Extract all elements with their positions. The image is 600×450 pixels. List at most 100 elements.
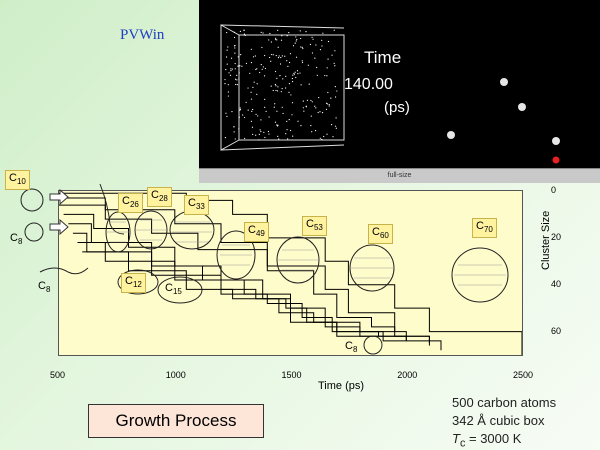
atom-dot: [234, 52, 236, 54]
atom-dot: [252, 56, 255, 58]
atom-dot: [291, 114, 293, 116]
series-line-7: [77, 242, 430, 346]
atom-dot: [274, 103, 276, 105]
atom-dot: [291, 80, 294, 83]
x-tick-label: 1000: [165, 370, 186, 380]
label-c49: C49: [244, 222, 269, 243]
atom-dot: [260, 119, 262, 121]
atom-dot: [279, 63, 282, 65]
atom-dot: [310, 99, 312, 102]
label-c8-middle: C8: [38, 280, 51, 295]
atom-dot: [302, 47, 304, 50]
atom-dot: [276, 110, 278, 112]
atom-dot: [260, 31, 262, 33]
arrow-icon-lower: [49, 218, 69, 236]
atom-dot: [335, 127, 337, 129]
chart-lines: [59, 192, 522, 355]
atom-dot: [230, 69, 232, 72]
atom-dot: [327, 58, 329, 60]
label-c15: C15: [165, 282, 182, 297]
atom-dot: [326, 133, 328, 135]
atom-dot: [328, 105, 330, 107]
x-tick-label: 2500: [513, 370, 534, 380]
atom-dot: [323, 135, 325, 138]
cluster-c53-drawing: [276, 236, 320, 284]
atom-dot: [255, 113, 257, 115]
atom-dot: [239, 65, 241, 67]
atom-dot: [286, 129, 288, 131]
atom-dot: [238, 65, 240, 67]
atom-dot: [287, 65, 289, 67]
cluster-c33-drawing: [169, 210, 215, 250]
atom-dot: [265, 110, 267, 112]
atom-dot: [252, 86, 254, 89]
label-c8-upper: C8: [10, 232, 23, 247]
atom-dot: [314, 130, 317, 132]
atom-dot: [235, 83, 237, 86]
atom-dot: [276, 77, 278, 79]
atom-dot: [300, 37, 302, 40]
atom-dot: [316, 66, 318, 69]
atom-dot: [252, 108, 254, 111]
atom-dot: [238, 128, 240, 130]
arrow-icon-upper: [49, 188, 69, 206]
atom-dot: [236, 84, 238, 86]
atom-dot: [226, 115, 228, 118]
atom-dot: [274, 70, 277, 73]
time-unit: (ps): [384, 99, 410, 116]
atom-dot: [260, 64, 262, 66]
atom-dot: [275, 37, 277, 39]
atom-dot: [234, 68, 236, 70]
atom-dot: [299, 30, 301, 32]
atom-dot: [281, 55, 283, 57]
atom-dot: [254, 55, 256, 57]
x-tick-label: 2000: [397, 370, 418, 380]
atom-dot: [291, 77, 293, 80]
atom-dot: [225, 112, 227, 114]
atom-dot: [321, 138, 323, 141]
atom-dot: [308, 83, 310, 85]
atom-dot: [243, 33, 245, 35]
atom-dot: [230, 57, 233, 59]
label-c10: C10: [5, 170, 30, 191]
atom-dot: [224, 137, 227, 139]
atom-dot: [247, 87, 249, 89]
atom-dot: [285, 75, 287, 77]
atom-dot: [276, 124, 278, 126]
y-tick-label: 0: [551, 185, 557, 195]
atom-dot: [275, 85, 277, 87]
atom-dot: [311, 131, 313, 133]
atom-dot: [333, 62, 335, 64]
atom-dot: [297, 73, 299, 75]
atom-dot: [233, 126, 235, 128]
atom-dot: [226, 63, 228, 65]
atom-dot: [257, 115, 259, 117]
atom-dot: [268, 39, 270, 41]
atom-dot: [334, 85, 336, 88]
atom-dot: [262, 32, 264, 34]
atom-dot: [278, 55, 280, 57]
atom-dot: [315, 44, 317, 46]
atom-dot: [288, 32, 290, 34]
atom-dot: [250, 98, 253, 100]
atom-dot: [227, 46, 229, 48]
status-text: full-size: [387, 172, 412, 179]
series-line-3: [59, 204, 396, 332]
simulation-viewer[interactable]: Time 140.00 (ps): [199, 0, 600, 168]
atom-dot: [264, 67, 267, 70]
atom-dot: [311, 52, 314, 54]
atom-dot: [292, 45, 295, 47]
atom-dot: [302, 107, 304, 109]
atom-dot: [264, 136, 266, 139]
atom-dot: [255, 68, 257, 71]
cluster-c12-drawing: [117, 269, 159, 295]
atom-dot: [325, 102, 328, 104]
atom-dot: [224, 82, 226, 85]
atom-dot: [279, 75, 281, 77]
atom-dot: [272, 89, 274, 92]
info-atoms: 500 carbon atoms: [452, 395, 557, 410]
label-c70: C70: [472, 218, 497, 239]
atom-dot: [224, 78, 226, 81]
atom-sphere: [552, 137, 560, 145]
atom-dot: [227, 95, 229, 97]
